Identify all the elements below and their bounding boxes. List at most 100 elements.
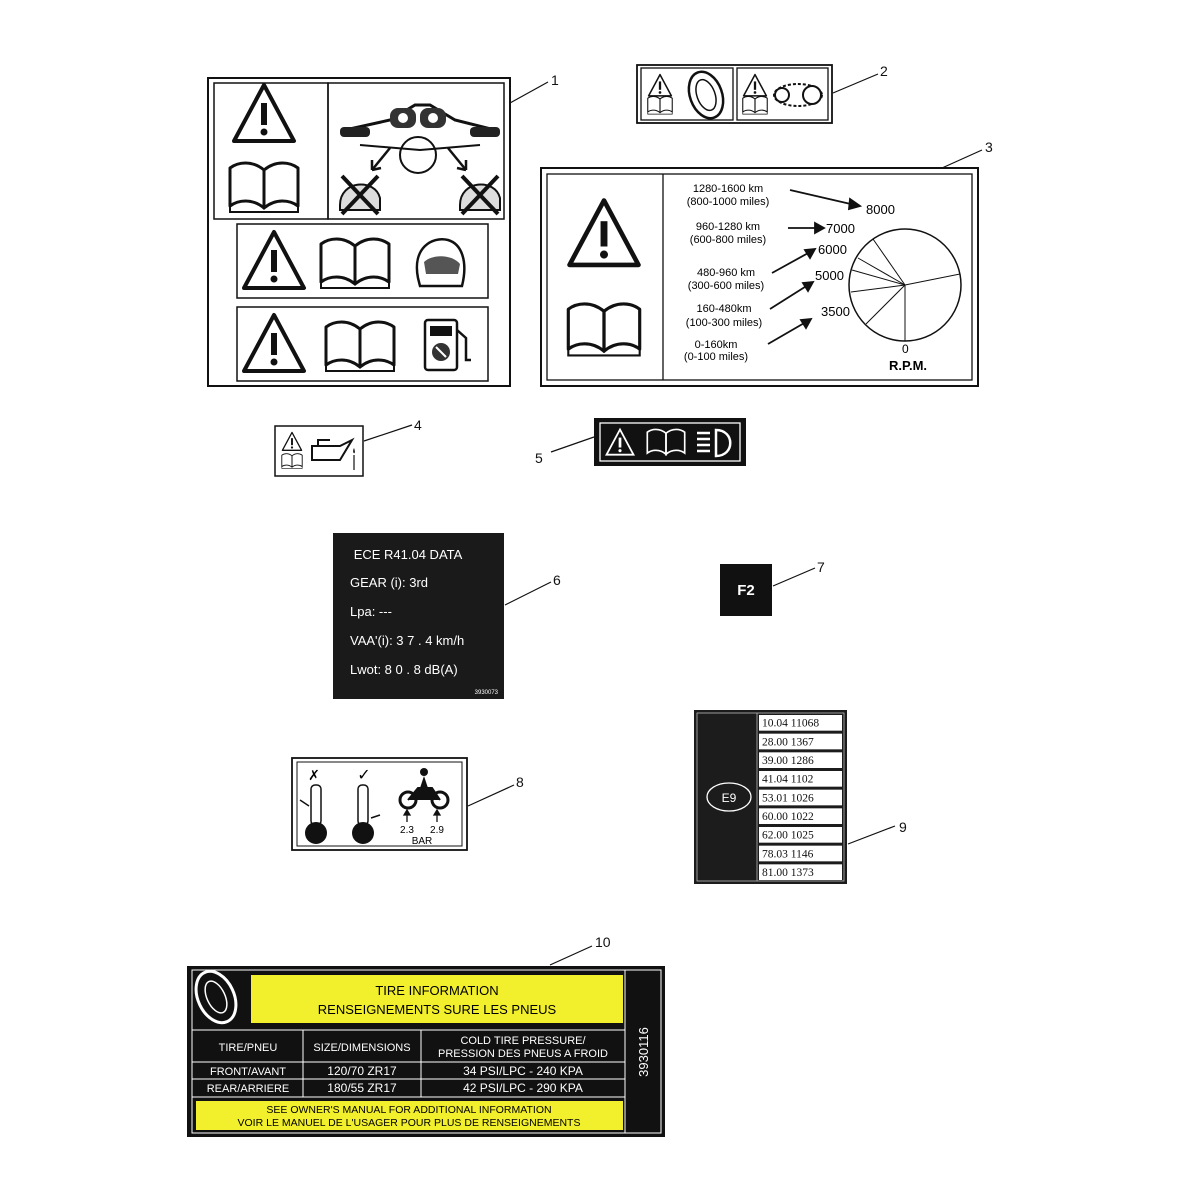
approval-row xyxy=(759,808,842,824)
col-size: SIZE/DIMENSIONS xyxy=(313,1042,410,1054)
noise-vaa: VAA'(i): 3 7 . 4 km/h xyxy=(350,633,464,648)
tire-icon xyxy=(194,969,238,1025)
front-tire-pressure: 34 PSI/LPC - 240 KPA xyxy=(463,1064,583,1078)
callout-6: 6 xyxy=(553,572,561,588)
label-1-handlebar-warning xyxy=(207,77,511,387)
noise-part-number: 3930073 xyxy=(475,690,499,696)
rpm-8000: 8000 xyxy=(866,202,895,217)
range-km-4: 160-480km xyxy=(696,303,751,315)
approval-row xyxy=(759,845,842,862)
handlebar-illustration-icon xyxy=(340,103,500,174)
approval-row xyxy=(759,827,842,843)
callout-9: 9 xyxy=(899,819,907,835)
noise-title: ECE R41.04 DATA xyxy=(354,547,463,562)
label-7-fuse-f2: F2 xyxy=(720,564,772,616)
callout-2: 2 xyxy=(880,63,888,79)
tire-label-part-number: 3930116 xyxy=(636,1027,651,1077)
label-2-tire-chain-warning xyxy=(636,64,833,124)
hot-thermometer-icon xyxy=(299,784,327,844)
rpm-zero: 0 xyxy=(902,342,909,356)
fuse-label: F2 xyxy=(737,582,755,599)
approval-row xyxy=(759,733,842,750)
drive-chain-icon xyxy=(773,83,823,107)
front-tire-label: FRONT/AVANT xyxy=(210,1066,286,1078)
approval-code: 39.00 1286 xyxy=(762,755,814,767)
rpm-unit-label: R.P.M. xyxy=(889,358,927,373)
axle-arrows xyxy=(402,808,442,822)
tire-title-fr: RENSEIGNEMENTS SURE LES PNEUS xyxy=(318,1002,557,1017)
tire-title-en: TIRE INFORMATION xyxy=(375,983,498,998)
pressure-unit: BAR xyxy=(412,836,433,847)
front-tire-size: 120/70 ZR17 xyxy=(327,1064,397,1078)
range-miles-3: (300-600 miles) xyxy=(688,280,764,292)
footer-en: SEE OWNER'S MANUAL FOR ADDITIONAL INFORM… xyxy=(266,1104,551,1116)
rear-pressure: 2.9 xyxy=(430,825,444,836)
range-km-5: 0-160km xyxy=(695,339,738,351)
range-km-2: 960-1280 km xyxy=(696,221,760,233)
range-arrows xyxy=(767,189,863,345)
ok-mark: ✓ xyxy=(357,765,370,784)
rear-tire-size: 180/55 ZR17 xyxy=(327,1081,397,1095)
approval-row xyxy=(759,752,842,768)
callout-1: 1 xyxy=(551,72,559,88)
callout-4: 4 xyxy=(414,417,422,433)
label-5-headlight-warning xyxy=(594,418,746,466)
callout-8: 8 xyxy=(516,774,524,790)
callout-5: 5 xyxy=(535,450,543,466)
rpm-6000: 6000 xyxy=(818,242,847,257)
noise-lpa: Lpa: --- xyxy=(350,604,392,619)
approval-row xyxy=(759,715,842,731)
footer-fr: VOIR LE MANUEL DE L'USAGER POUR PLUS DE … xyxy=(238,1117,581,1129)
rpm-7000: 7000 xyxy=(826,221,855,236)
approval-code: 53.01 1026 xyxy=(762,792,814,804)
headlight-icon xyxy=(697,428,732,458)
col-pressure-en: COLD TIRE PRESSURE/ xyxy=(460,1035,586,1047)
range-km-1: 1280-1600 km xyxy=(693,183,763,195)
label-10-tire-information: TIRE INFORMATION RENSEIGNEMENTS SURE LES… xyxy=(187,966,665,1137)
callout-3: 3 xyxy=(985,139,993,155)
e9-mark: E9 xyxy=(722,791,737,805)
range-miles-5: (0-100 miles) xyxy=(684,351,748,363)
e9-mark-oval xyxy=(706,782,752,812)
callout-10: 10 xyxy=(595,934,611,950)
approval-row xyxy=(759,771,842,787)
manual-book-icon xyxy=(646,428,686,456)
warning-triangle-icon xyxy=(604,427,636,456)
approval-code: 60.00 1022 xyxy=(762,811,814,823)
range-km-3: 480-960 km xyxy=(697,267,755,279)
rpm-5000: 5000 xyxy=(815,268,844,283)
approval-row xyxy=(759,789,842,806)
rear-tire-label: REAR/ARRIERE xyxy=(207,1083,290,1095)
rear-tire-pressure: 42 PSI/LPC - 290 KPA xyxy=(463,1081,583,1095)
col-pressure-fr: PRESSION DES PNEUS A FROID xyxy=(438,1048,608,1060)
rider-motorcycle-icon xyxy=(398,768,450,810)
footer-banner xyxy=(196,1101,623,1130)
range-miles-4: (100-300 miles) xyxy=(686,317,762,329)
label-6-noise-data: ECE R41.04 DATA GEAR (i): 3rd Lpa: --- V… xyxy=(333,533,504,699)
noise-gear: GEAR (i): 3rd xyxy=(350,575,428,590)
col-tire: TIRE/PNEU xyxy=(219,1042,278,1054)
label-9-approval-marks: E9 10.04 11068 28.00 1367 39.00 1286 41.04 … xyxy=(694,710,847,884)
helmet-crossed-icon xyxy=(339,174,501,216)
label-3-break-in-rpm-chart: 1280-1600 km (800-1000 miles) 960-1280 k… xyxy=(540,167,979,387)
helmet-icon xyxy=(415,238,466,288)
front-pressure: 2.3 xyxy=(400,825,414,836)
approval-code: 81.00 1373 xyxy=(762,867,814,879)
range-miles-2: (600-800 miles) xyxy=(690,234,766,246)
title-banner xyxy=(251,975,623,1023)
cold-thermometer-icon xyxy=(352,784,381,844)
callout-7: 7 xyxy=(817,559,825,575)
noise-lwot: Lwot: 8 0 . 8 dB(A) xyxy=(350,662,458,677)
tire-icon xyxy=(687,70,725,120)
approval-code: 28.00 1367 xyxy=(762,736,814,748)
label-8-tire-pressure: ✗ ✓ 2.3 2.9 BAR xyxy=(291,757,468,851)
rpm-dial xyxy=(848,228,962,342)
approval-code: 62.00 1025 xyxy=(762,830,814,842)
approval-code: 41.04 1102 xyxy=(762,774,814,786)
not-ok-mark: ✗ xyxy=(308,768,320,784)
range-miles-1: (800-1000 miles) xyxy=(687,196,770,208)
fuel-pump-icon xyxy=(423,318,471,372)
approval-code: 10.04 11068 xyxy=(762,718,819,730)
label-4-oil-level-warning xyxy=(274,425,364,477)
